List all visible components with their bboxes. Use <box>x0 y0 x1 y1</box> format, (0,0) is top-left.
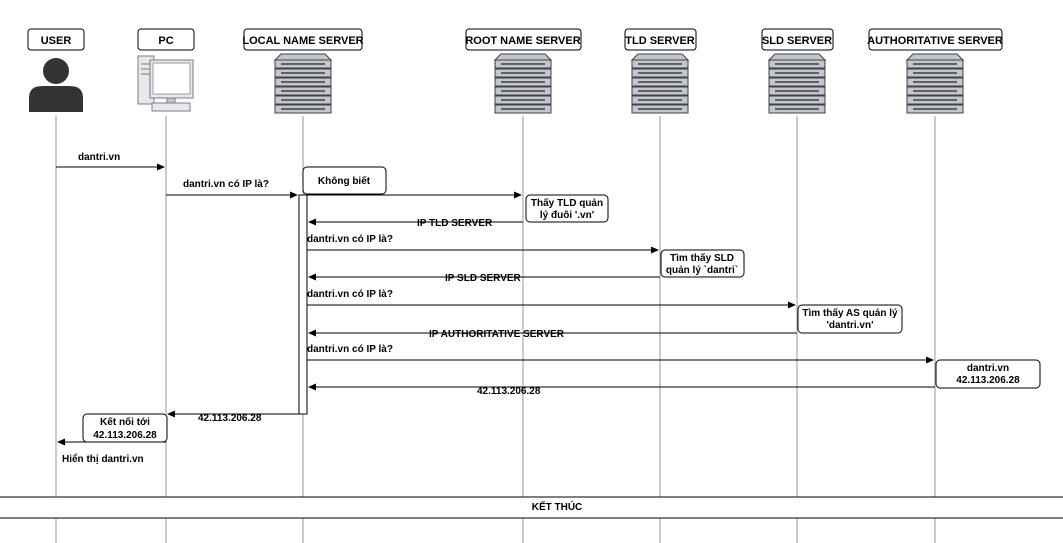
note-root-line-1: Thấy TLD quản <box>531 197 603 209</box>
actor-sld-label: SLD SERVER <box>762 35 832 47</box>
actor-local: LOCAL NAME SERVER <box>242 28 364 51</box>
message-labels: dantri.vn dantri.vn có IP là? IP TLD SER… <box>62 152 565 465</box>
note-tld-line-2: quản lý `dantri` <box>666 265 738 276</box>
user-icon <box>29 58 83 112</box>
actor-local-label: LOCAL NAME SERVER <box>242 35 363 47</box>
note-pc: Kết nối tới 42.113.206.28 <box>82 413 168 443</box>
msg-11-label: 42.113.206.28 <box>198 413 262 424</box>
msg-9-label: dantri.vn có IP là? <box>307 344 393 355</box>
actor-auth-label: AUTHORITATIVE SERVER <box>867 35 1003 47</box>
actor-pc-label: PC <box>158 35 173 47</box>
note-local: Không biết <box>302 166 387 195</box>
note-root-line-2: lý đuôi '.vn' <box>540 210 594 221</box>
msg-1-label: dantri.vn <box>78 152 120 163</box>
actor-tld-label: TLD SERVER <box>625 35 695 47</box>
actor-root-label: ROOT NAME SERVER <box>465 35 580 47</box>
message-arrows <box>56 163 935 446</box>
note-pc-line-1: Kết nối tới <box>100 416 150 428</box>
note-tld-line-1: Tìm thấy SLD <box>670 252 734 264</box>
note-auth-line-1: dantri.vn <box>967 363 1009 374</box>
actor-pc: PC <box>137 28 195 51</box>
note-pc-line-2: 42.113.206.28 <box>93 430 157 441</box>
note-auth: dantri.vn 42.113.206.28 <box>935 359 1041 389</box>
footer-label: KẾT THÚC <box>532 500 583 513</box>
actor-sld: SLD SERVER <box>761 28 834 51</box>
note-sld-line-2: 'dantri.vn' <box>827 320 874 331</box>
msg-6-label: IP SLD SERVER <box>445 273 522 284</box>
note-auth-line-2: 42.113.206.28 <box>956 375 1020 386</box>
msg-7-label: dantri.vn có IP là? <box>307 289 393 300</box>
msg-2-label: dantri.vn có IP là? <box>183 179 269 190</box>
actor-user: USER <box>27 28 85 51</box>
actor-auth: AUTHORITATIVE SERVER <box>867 28 1003 51</box>
actor-root: ROOT NAME SERVER <box>465 28 582 51</box>
server-sld-icon <box>768 53 826 114</box>
server-auth-icon <box>906 53 964 114</box>
msg-8-label: IP AUTHORITATIVE SERVER <box>429 329 565 340</box>
server-local-icon <box>274 53 332 114</box>
note-sld-line-1: Tìm thấy AS quản lý <box>802 307 898 319</box>
actor-tld: TLD SERVER <box>624 28 697 51</box>
actor-user-label: USER <box>41 35 72 47</box>
msg-10-label: 42.113.206.28 <box>477 386 541 397</box>
note-sld: Tìm thấy AS quản lý 'dantri.vn' <box>797 304 903 334</box>
footer-band: KẾT THÚC <box>0 496 1063 519</box>
note-local-text: Không biết <box>318 175 371 187</box>
msg-4-label: IP TLD SERVER <box>417 218 493 229</box>
msg-12-label: Hiển thị dantri.vn <box>62 453 144 465</box>
note-root: Thấy TLD quản lý đuôi '.vn' <box>525 194 609 223</box>
server-root-icon <box>494 53 552 114</box>
server-tld-icon <box>631 53 689 114</box>
pc-icon <box>137 55 194 112</box>
local-activation-bar <box>298 194 308 415</box>
note-tld: Tìm thấy SLD quản lý `dantri` <box>660 249 745 278</box>
msg-5-label: dantri.vn có IP là? <box>307 234 393 245</box>
